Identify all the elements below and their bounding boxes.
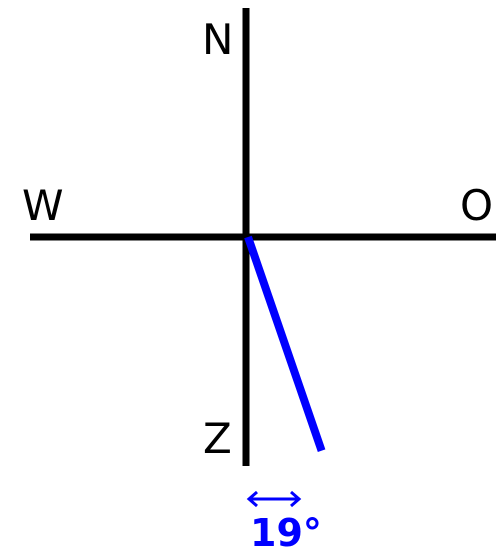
west-label: W <box>22 181 64 230</box>
declination-line <box>244 235 326 453</box>
north-label: N <box>202 15 233 64</box>
east-label: O <box>460 181 493 230</box>
south-label: Z <box>203 414 232 463</box>
angle-span-arrow-icon <box>246 490 302 508</box>
angle-value-label: 19° <box>250 511 322 550</box>
